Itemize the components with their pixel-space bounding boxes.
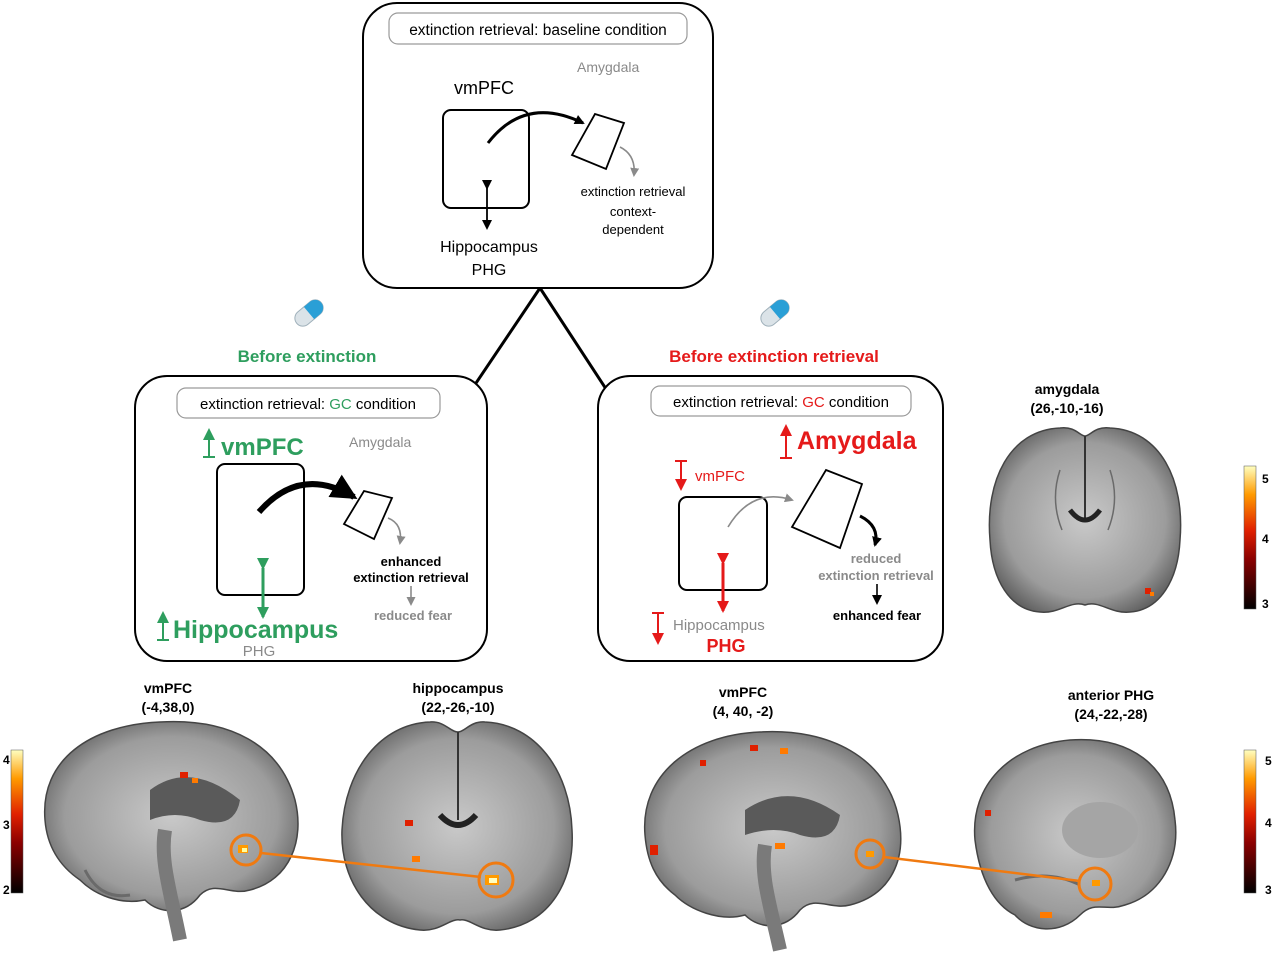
brain-slice-vmpfc-right-sagittal [644, 730, 902, 952]
brain-coords-anterior-phg: (24,-22,-28) [1074, 706, 1147, 722]
left-amygdala-shape [342, 489, 394, 541]
top-condition-label: extinction retrieval: baseline condition [409, 22, 667, 39]
left-heading: Before extinction [238, 347, 377, 366]
colorbar-left-tick-bottom: 2 [3, 883, 10, 897]
colorbar-right-bottom: 5 4 3 [1243, 749, 1272, 897]
top-panel: extinction retrieval: baseline condition… [362, 2, 714, 289]
right-hippocampus-label: Hippocampus [673, 617, 765, 634]
tree-connectors [468, 287, 610, 393]
colorbar-left-tick-mid: 3 [3, 818, 10, 832]
right-heading: Before extinction retrieval [669, 347, 879, 366]
top-outcome-line2: context- [610, 204, 656, 219]
brain-coords-hippocampus: (22,-26,-10) [421, 699, 494, 715]
right-amygdala-label: Amygdala [797, 427, 918, 455]
top-vmpfc-box [442, 109, 530, 209]
left-condition-label: extinction retrieval: GC condition [200, 396, 416, 413]
top-outcome-line1: extinction retrieval [581, 184, 686, 199]
right-outcome-line2: extinction retrieval [818, 568, 934, 583]
top-phg-label: PHG [472, 262, 507, 279]
right-vmpfc-label: vmPFC [695, 468, 745, 485]
brain-slice-vmpfc-left-sagittal [44, 720, 299, 942]
brain-label-vmpfc-left: vmPFC [144, 680, 192, 696]
pill-icon-right [760, 299, 790, 327]
roi-link-left [260, 851, 482, 879]
right-phg-label: PHG [706, 636, 745, 656]
left-outcome-line1: enhanced [381, 554, 442, 569]
top-hippocampus-label: Hippocampus [440, 239, 538, 256]
left-vmpfc-box [216, 463, 305, 596]
top-outcome-line3: dependent [602, 222, 664, 237]
left-vmpfc-amygdala-arrow [256, 474, 358, 514]
brain-label-vmpfc-right: vmPFC [719, 684, 767, 700]
brain-label-amygdala: amygdala [1035, 381, 1100, 397]
brain-coords-vmpfc-right: (4, 40, -2) [713, 703, 774, 719]
brain-labels: amygdala (26,-10,-16) vmPFC (-4,38,0) hi… [142, 381, 1155, 722]
colorbar-left: 4 3 2 [3, 749, 24, 897]
left-panel: extinction retrieval: GC condition vmPFC… [134, 375, 488, 662]
colorbar-right-top: 5 4 3 [1243, 465, 1269, 611]
top-outcome-arrow [619, 146, 640, 177]
roi-circle-anterior-phg [1077, 866, 1113, 902]
brain-label-hippocampus: hippocampus [412, 680, 503, 696]
left-outcome-line3: reduced fear [374, 608, 452, 623]
right-panel: extinction retrieval: GC condition Amygd… [597, 375, 944, 662]
brain-coords-amygdala: (26,-10,-16) [1030, 400, 1103, 416]
right-vmpfc-amygdala-arrow [727, 493, 794, 528]
colorbar-rt-tick-top: 5 [1262, 472, 1269, 486]
left-vmpfc-label: vmPFC [221, 434, 304, 461]
roi-circle-hippocampus [477, 861, 515, 899]
pill-icon-left [294, 299, 324, 327]
top-vmpfc-amygdala-arrow [486, 111, 585, 144]
roi-highlights [229, 833, 1113, 902]
right-condition-label: extinction retrieval: GC condition [673, 394, 889, 411]
left-outcome-line2: extinction retrieval [353, 570, 469, 585]
colorbar-rb-tick-mid: 4 [1265, 816, 1272, 830]
top-amygdala-shape [570, 112, 626, 171]
colorbar-left-tick-top: 4 [3, 753, 10, 767]
brain-slice-amygdala-coronal [988, 427, 1182, 613]
colorbar-rt-tick-mid: 4 [1262, 532, 1269, 546]
roi-link-right [883, 855, 1081, 883]
colorbar-rt-tick-bottom: 3 [1262, 597, 1269, 611]
colorbar-rb-tick-top: 5 [1265, 754, 1272, 768]
brain-slice-anterior-phg-sagittal [973, 738, 1177, 930]
top-vmpfc-label: vmPFC [454, 78, 514, 98]
right-amygdala-shape [790, 468, 864, 550]
right-outcome-line3: enhanced fear [833, 608, 921, 623]
roi-circle-vmpfc-left [229, 833, 263, 867]
top-amygdala-label: Amygdala [577, 59, 639, 75]
brain-slice-hippocampus-coronal [341, 721, 573, 931]
roi-circle-vmpfc-right [854, 838, 886, 870]
brain-label-anterior-phg: anterior PHG [1068, 687, 1154, 703]
right-outcome-line1: reduced [851, 551, 902, 566]
left-amygdala-label: Amygdala [349, 434, 411, 450]
left-hippocampus-label: Hippocampus [173, 616, 338, 644]
left-outcome-arrow [387, 517, 406, 545]
brain-coords-vmpfc-left: (-4,38,0) [142, 699, 195, 715]
left-phg-label: PHG [243, 643, 276, 660]
colorbar-rb-tick-bottom: 3 [1265, 883, 1272, 897]
right-outcome-arrow [859, 514, 882, 547]
